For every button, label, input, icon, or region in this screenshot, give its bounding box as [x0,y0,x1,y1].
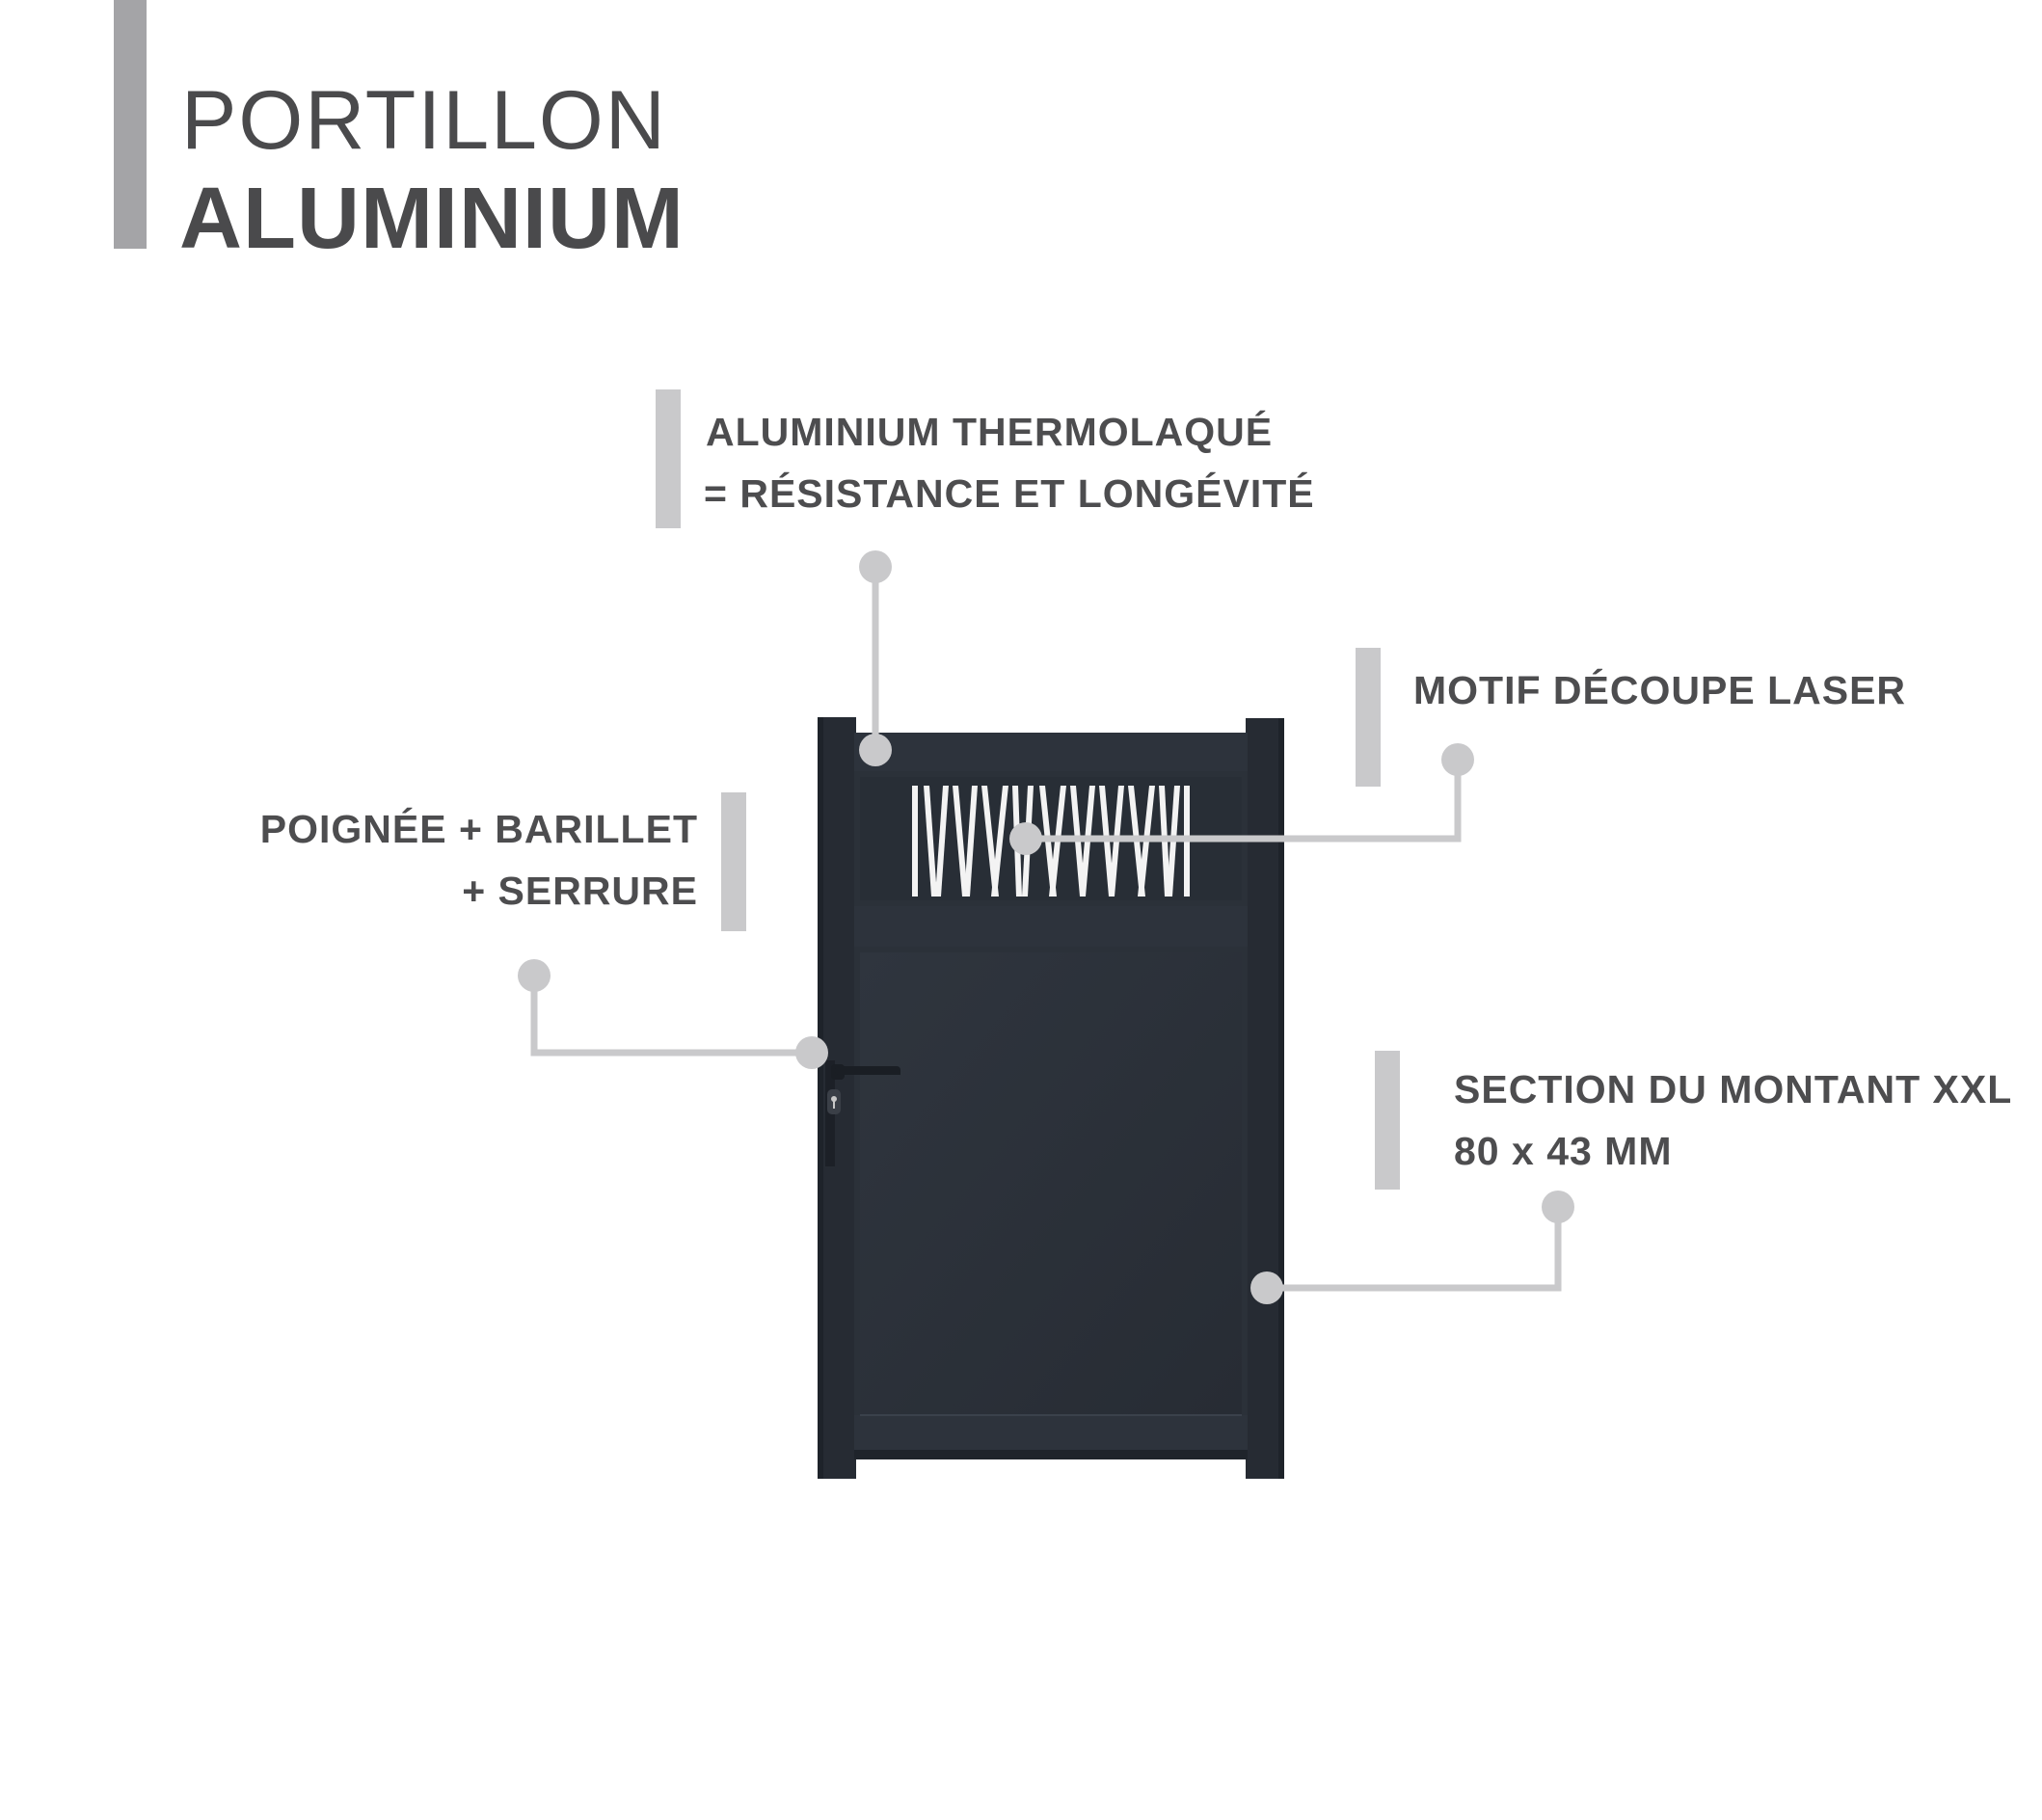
right-post [1246,718,1284,1479]
dot-pattern-start [1441,743,1474,776]
callout-handle-line2: + SERRURE [462,869,698,913]
gate [818,717,1284,1479]
dot-material-end [859,734,892,766]
leader-post [1263,1203,1562,1292]
callout-post-line2: 80 x 43 MM [1454,1129,1673,1173]
callout-material-line2: = RÉSISTANCE ET LONGÉVITÉ [704,471,1315,516]
callout-post-bar [1375,1051,1400,1190]
callout-material-bar [656,389,681,528]
callout-material-line1: ALUMINIUM THERMOLAQUÉ [706,410,1274,454]
dot-post-start [1542,1191,1574,1223]
callout-handle-bar [721,792,746,931]
leader-lines [530,563,1562,1292]
page-title-line1: PORTILLON [181,74,667,167]
title-accent-bar [114,0,147,249]
leader-dots [518,550,1574,1304]
dot-handle-start [518,959,551,992]
dot-handle-end [795,1036,828,1069]
top-rail [854,733,1248,771]
callout-pattern-line1: MOTIF DÉCOUPE LASER [1413,668,1907,712]
dot-post-end [1250,1271,1283,1304]
lower-panel [860,952,1242,1415]
middle-rail [854,906,1248,947]
leader-handle [530,972,816,1057]
callout-pattern-bar [1356,648,1381,787]
leader-pattern [1022,756,1462,843]
lock-cylinder-icon [827,1089,841,1114]
bottom-rail [854,1415,1248,1450]
callout-post-line1: SECTION DU MONTANT XXL [1454,1067,2013,1111]
dot-material-start [859,550,892,583]
page-title-line2: ALUMINIUM [179,171,685,267]
callout-handle-line1: POIGNÉE + BARILLET [259,807,698,851]
dot-pattern-end [1009,822,1042,855]
